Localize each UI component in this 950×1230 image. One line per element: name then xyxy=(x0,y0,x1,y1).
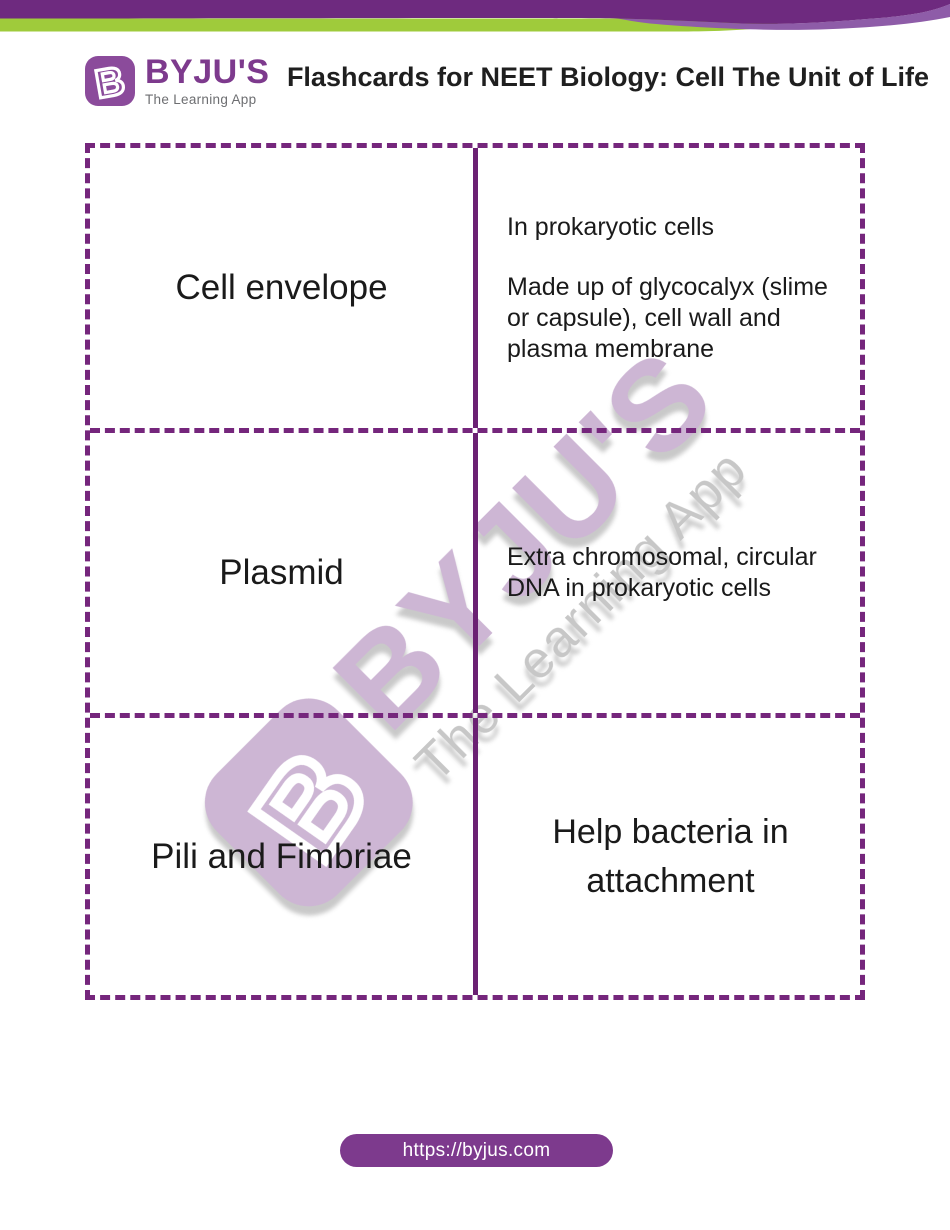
header-band xyxy=(0,0,950,32)
logo-badge-letter: B xyxy=(92,59,128,107)
definition-line: Extra chromosomal, circular DNA in proka… xyxy=(507,543,817,602)
byjus-url-link[interactable]: https://byjus.com xyxy=(340,1134,613,1167)
flashcard-definition: Help bacteria in attachment xyxy=(478,718,860,995)
byjus-badge-icon: B xyxy=(85,56,135,107)
flashcard-definition: Extra chromosomal, circular DNA in proka… xyxy=(478,433,860,713)
band-light-purple-swoosh xyxy=(618,4,950,30)
flashcard-row-pili-fimbriae: Pili and Fimbriae Help bacteria in attac… xyxy=(90,718,860,995)
watermark-badge-icon: B xyxy=(204,698,413,906)
flashcard-term: Cell envelope xyxy=(90,148,478,428)
logo-brand-text: BYJU'S xyxy=(145,53,270,91)
band-dark-purple xyxy=(0,0,950,24)
byjus-logo: B BYJU'S The Learning App xyxy=(84,55,269,107)
page-title: Flashcards for NEET Biology: Cell The Un… xyxy=(286,62,929,92)
definition-line: In prokaryotic cells xyxy=(507,212,715,241)
band-green-stripe xyxy=(0,18,780,32)
flashcard-row-plasmid: Plasmid Extra chromosomal, circular DNA … xyxy=(90,433,860,718)
definition-line: Made up of glycocalyx (slime or capsule)… xyxy=(507,273,828,363)
flashcard-row-cell-envelope: Cell envelope In prokaryotic cells Made … xyxy=(90,148,860,433)
flashcard-term: Pili and Fimbriae xyxy=(90,718,478,995)
logo-tagline: The Learning App xyxy=(145,92,257,107)
flashcard-definition: In prokaryotic cells Made up of glycocal… xyxy=(478,148,860,428)
flashcard-table: Cell envelope In prokaryotic cells Made … xyxy=(85,143,865,1000)
logo-wordmark: BYJU'S The Learning App xyxy=(145,55,269,107)
byjus-watermark: B BYJU'S The Learning App xyxy=(171,321,790,940)
definition-line: Help bacteria in attachment xyxy=(552,813,789,900)
flashcard-term: Plasmid xyxy=(90,433,478,713)
